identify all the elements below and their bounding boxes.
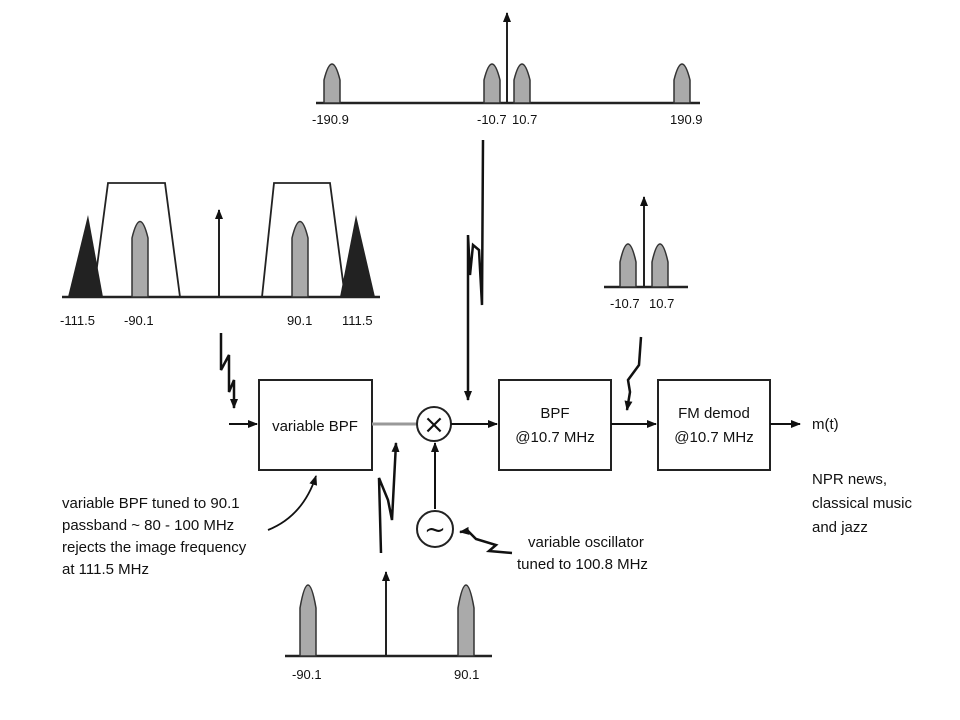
left-tick-label: 90.1 xyxy=(287,313,312,328)
right-tick-label: -10.7 xyxy=(610,296,640,311)
top-lobe-neg-190 xyxy=(323,63,341,104)
top-tick-label: 10.7 xyxy=(512,112,537,127)
bottom-spectrum: -90.1 90.1 xyxy=(285,571,492,682)
bpf-10-7-label-line1: BPF xyxy=(540,405,569,422)
bpf-note-line: rejects the image frequency xyxy=(62,539,247,556)
right-lobe-pos-10 xyxy=(651,243,669,288)
bpf-10-7-label-line2: @10.7 MHz xyxy=(515,429,594,446)
fm-demod-label-line1: FM demod xyxy=(678,405,750,422)
oscillator-note-line: variable oscillator xyxy=(528,534,644,551)
variable-bpf-label: variable BPF xyxy=(272,418,358,435)
bottom-tick-label: 90.1 xyxy=(454,667,479,682)
left-tick-label: -90.1 xyxy=(124,313,154,328)
bpf-note: variable BPF tuned to 90.1 passband ~ 80… xyxy=(62,495,247,578)
output-note-line: classical music xyxy=(812,495,913,512)
left-tick-label: 111.5 xyxy=(342,313,373,328)
squiggle-osc-note-to-oscillator xyxy=(459,526,513,555)
oscillator-note: variable oscillator tuned to 100.8 MHz xyxy=(517,534,648,573)
top-lobe-pos-10 xyxy=(513,63,531,104)
oscillator-note-line: tuned to 100.8 MHz xyxy=(517,556,648,573)
left-lobe-neg-90 xyxy=(131,220,149,298)
bpf-10-7-block: BPF @10.7 MHz xyxy=(498,379,612,471)
bpf-note-line: variable BPF tuned to 90.1 xyxy=(62,495,240,512)
right-spectrum: -10.7 10.7 xyxy=(604,196,688,311)
top-tick-label: 190.9 xyxy=(670,112,703,127)
top-lobe-neg-10 xyxy=(483,63,501,104)
variable-bpf-block: variable BPF xyxy=(258,379,373,471)
bottom-lobe-pos-90 xyxy=(457,584,475,657)
squiggle-bottom-to-mixer xyxy=(377,442,400,554)
right-lobe-neg-10 xyxy=(619,243,637,288)
bpf-note-line: at 111.5 MHz xyxy=(62,561,149,578)
squiggle-right-to-fm xyxy=(624,336,643,411)
squiggle-left-to-bpf xyxy=(219,333,238,409)
top-lobe-pos-190 xyxy=(673,63,691,104)
left-tick-label: -111.5 xyxy=(60,313,95,328)
image-triangle-right xyxy=(340,215,375,297)
output-label: m(t) xyxy=(812,416,839,433)
bpf-passband-left xyxy=(92,182,181,298)
bpf-note-line: passband ~ 80 - 100 MHz xyxy=(62,517,234,534)
bpf-note-pointer-arrow xyxy=(267,475,318,531)
output-note-line: NPR news, xyxy=(812,471,887,488)
top-spectrum: -190.9 -10.7 10.7 190.9 xyxy=(312,12,703,127)
top-tick-label: -190.9 xyxy=(312,112,349,127)
bottom-tick-label: -90.1 xyxy=(292,667,322,682)
squiggle-top-to-mixer xyxy=(464,139,485,401)
right-tick-label: 10.7 xyxy=(649,296,674,311)
mixer: × xyxy=(416,406,452,442)
fm-demod-label-line2: @10.7 MHz xyxy=(674,429,753,446)
output-note: NPR news, classical music and jazz xyxy=(812,471,913,536)
image-triangle-left xyxy=(68,215,103,297)
top-tick-label: -10.7 xyxy=(477,112,507,127)
oscillator: ~ xyxy=(416,510,454,548)
mixer-symbol: × xyxy=(423,410,445,440)
bottom-lobe-neg-90 xyxy=(299,584,317,657)
fm-demod-block: FM demod @10.7 MHz xyxy=(657,379,771,471)
oscillator-symbol: ~ xyxy=(424,515,446,545)
bpf-passband-right xyxy=(261,182,346,298)
output-note-line: and jazz xyxy=(812,519,868,536)
left-lobe-pos-90 xyxy=(291,220,309,298)
left-spectrum: -111.5 -90.1 90.1 111.5 xyxy=(60,182,380,328)
